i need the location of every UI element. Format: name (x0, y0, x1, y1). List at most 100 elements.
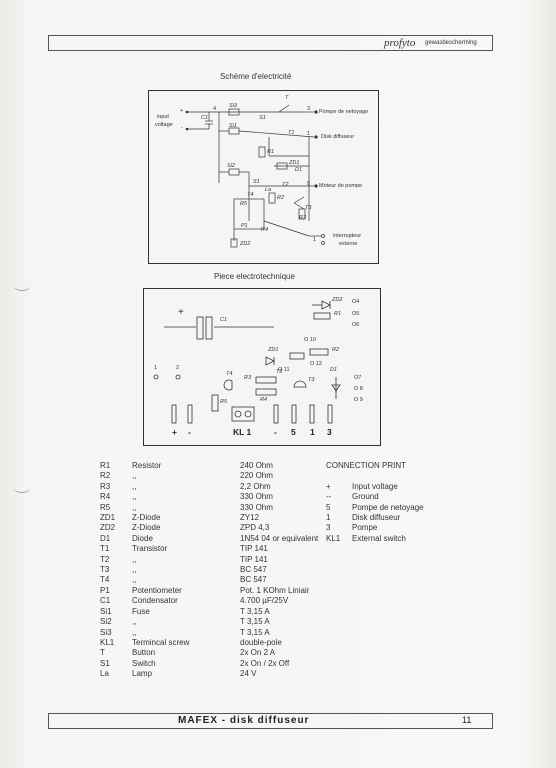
pcb-label-t2: T2 (276, 369, 283, 375)
connection-desc: Disk diffuseur (352, 513, 401, 523)
pcb-label-d1: D1 (330, 367, 338, 373)
footer-title: MAFEX - disk diffuseur (178, 715, 310, 726)
parts-ref: R1 (100, 461, 111, 470)
parts-value: ZY12 (240, 513, 260, 523)
parts-value: Pot. 1 KOhm Liniair (240, 585, 310, 595)
connection-row: KL1 External switch (326, 534, 424, 544)
parts-row: R5,,330 Ohm (100, 503, 318, 513)
pcb-label-r1: R1 (334, 311, 342, 317)
parts-type: ,, (132, 627, 137, 637)
parts-ref: S1 (100, 658, 110, 668)
parts-value: 1N54 04 or equivalent (240, 533, 319, 543)
pcb-terminal-dash: - (274, 427, 277, 437)
brand-name: profyto (384, 37, 416, 49)
parts-type: Lamp (132, 669, 153, 679)
parts-value: 240 Ohm (240, 461, 273, 470)
label-pompe: Pompe de netoyage (319, 109, 369, 115)
connection-desc: Pompe de netoyage (352, 502, 424, 512)
parts-type: ,, (132, 554, 137, 564)
pcb-terminal-1: 1 (310, 427, 315, 437)
pcb-terminal-5: 5 (291, 427, 296, 437)
parts-value: ZPD 4,3 (240, 523, 270, 533)
connection-pin: + (326, 481, 331, 491)
label-n1b: 1 (313, 237, 317, 243)
parts-value: BC 547 (240, 575, 267, 585)
parts-type: Z-Diode (132, 513, 161, 523)
parts-ref: C1 (100, 596, 111, 606)
connection-pin: 3 (326, 523, 331, 533)
connection-pin: 5 (326, 502, 331, 512)
label-t1: T1 (288, 130, 295, 136)
parts-row: KL1 Termincal screw double-pole (100, 638, 318, 648)
parts-ref: T4 (100, 575, 110, 585)
label-zd1: ZD1 (289, 160, 300, 166)
parts-type: ,, (132, 617, 137, 627)
parts-ref: KL1 (100, 637, 115, 647)
label-voltage: voltage (155, 122, 173, 128)
pcb-hole-8: O 8 (354, 386, 363, 392)
pcb-label-c1: C1 (220, 317, 228, 323)
label-n1: 1 (307, 131, 311, 137)
pcb-label-r3: R3 (244, 375, 252, 381)
connection-pin: KL1 (326, 533, 341, 543)
parts-type: Termincal screw (132, 637, 190, 647)
parts-value: 4.700 µF/25V (240, 596, 289, 606)
parts-ref: T3 (100, 565, 110, 575)
label-moteur: Moteur de pompe (319, 183, 363, 189)
label-r1: R1 (267, 149, 275, 155)
pcb-terminal-minus: - (188, 427, 191, 437)
schematic-drawing (185, 104, 325, 248)
parts-ref: R4 (100, 492, 111, 502)
connection-desc: Input voltage (352, 481, 398, 491)
pcb-hole-12: O 12 (310, 361, 322, 367)
pcb-label-r2: R2 (332, 347, 340, 353)
connection-desc: External switch (352, 533, 406, 543)
label-t: T (285, 95, 289, 101)
parts-row: R3,,2,2 Ohm (100, 482, 318, 492)
parts-type: Fuse (132, 606, 150, 616)
connection-pin: 1 (326, 513, 331, 523)
parts-value: double-pole (240, 637, 282, 647)
punch-hole-mark (14, 484, 30, 493)
label-s1: S1 (259, 115, 266, 121)
parts-value: 2x On / 2x Off (240, 658, 290, 668)
pcb-hole-9: O 9 (354, 397, 363, 403)
parts-value: T 3,15 A (240, 617, 270, 627)
label-si3: Si3 (229, 103, 237, 109)
pcb-hole-7: O7 (354, 375, 362, 381)
pcb-title: Piece electrotechnique (214, 272, 295, 281)
connection-row: + Input voltage (326, 482, 424, 492)
parts-row: R2,,220 Ohm (100, 471, 318, 481)
parts-type: Diode (132, 533, 153, 543)
pcb-hole-2: 2 (176, 365, 180, 371)
pcb-hole-4: O4 (352, 299, 360, 305)
label-la: La (265, 187, 272, 193)
label-t2: T2 (282, 182, 289, 188)
parts-type: Resistor (132, 461, 162, 470)
parts-ref: Si3 (100, 627, 112, 637)
connection-pin: -- (326, 492, 332, 502)
parts-value: T 3,15 A (240, 627, 270, 637)
parts-value: 2,2 Ohm (240, 481, 271, 491)
pcb-label-t4: T4 (226, 371, 233, 377)
parts-type: ,, (132, 565, 137, 575)
connection-row: --Ground (326, 492, 424, 502)
label-d1: D1 (295, 167, 303, 173)
pcb-label-zd2: ZD2 (332, 297, 343, 303)
parts-value: 330 Ohm (240, 492, 273, 502)
pcb-hole-6: O6 (352, 322, 360, 328)
label-r2: R2 (277, 195, 285, 201)
parts-ref: T2 (100, 554, 110, 564)
label-n4: 4 (213, 106, 217, 112)
label-si1: Si1 (229, 123, 237, 129)
parts-value: 220 Ohm (240, 471, 273, 481)
label-plus: + (180, 108, 184, 114)
